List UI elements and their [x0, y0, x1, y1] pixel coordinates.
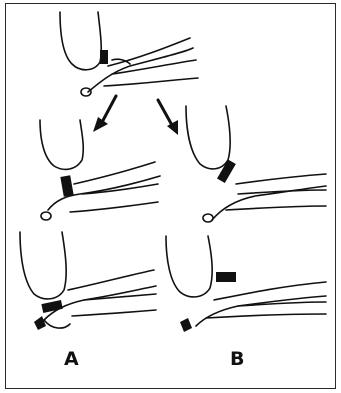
bone-fragment-dark [180, 318, 192, 332]
radius-outline [236, 174, 326, 184]
humerus-shaft [40, 120, 83, 169]
elbow-stage-a1 [40, 120, 160, 220]
bone-fragment-small [81, 88, 91, 96]
forearm-bone-lower [72, 310, 156, 316]
humerus-shaft [166, 236, 212, 297]
forearm-bone [82, 184, 158, 194]
fracture-fragment [100, 50, 108, 64]
humerus-shaft [186, 106, 230, 169]
forearm-bone [84, 294, 156, 300]
humerus-shaft [60, 12, 101, 70]
forearm-bone [238, 190, 326, 194]
bone-fragment-small [203, 214, 213, 222]
forearm-bone-lower [206, 314, 326, 318]
humerus-shaft [20, 232, 66, 299]
label-b: B [230, 350, 244, 369]
elbow-stage-b2 [166, 236, 326, 332]
fracture-fragment [60, 175, 73, 196]
arrow-to-a [93, 96, 116, 132]
forearm-bone-lower [70, 202, 158, 212]
arrow-to-b [158, 100, 178, 135]
forearm-bone-lower [104, 78, 198, 86]
fracture-fragment [217, 159, 236, 183]
elbow-stage-b1 [186, 106, 326, 222]
bone-fragment-small [41, 212, 51, 220]
fracture-fragment [41, 300, 62, 313]
elbow-stage-a2 [20, 232, 156, 330]
elbow-initial [60, 12, 198, 96]
radius-outline [68, 270, 154, 290]
forearm-bone-lower [226, 206, 326, 210]
ulna-outline [212, 186, 326, 220]
bone-fragment-dark [34, 316, 46, 330]
label-a: A [64, 350, 79, 369]
fracture-fragment [216, 272, 236, 282]
